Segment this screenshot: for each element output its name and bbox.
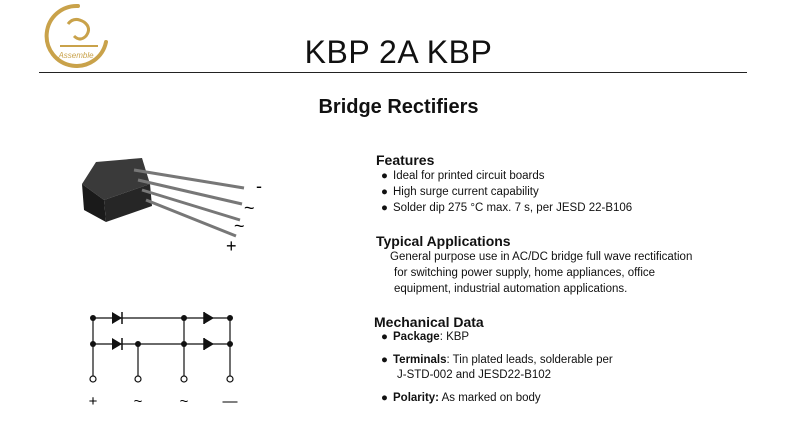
applications-heading: Typical Applications xyxy=(376,233,511,249)
applications-text-line: for switching power supply, home applian… xyxy=(394,267,656,279)
applications-text-line: General purpose use in AC/DC bridge full… xyxy=(390,251,693,263)
logo-text: Assemble xyxy=(57,51,94,60)
terminal-label-ac-2: ~ xyxy=(180,393,189,410)
feature-item: ●Solder dip 275 °C max. 7 s, per JESD 22… xyxy=(381,202,633,214)
feature-item: ●Ideal for printed circuit boards xyxy=(381,170,545,182)
pin-label-ac-2: ~ xyxy=(234,216,245,236)
applications-text-line: equipment, industrial automation applica… xyxy=(394,283,628,295)
page-title: KBP 2A KBP xyxy=(304,34,493,70)
mechanical-terminals: ●Terminals: Tin plated leads, solderable… xyxy=(381,354,613,366)
package-image: - ~ ~ + xyxy=(64,140,274,260)
terminal-label-minus: — xyxy=(223,393,238,410)
page-subtitle: Bridge Rectifiers xyxy=(318,96,479,118)
feature-item: ●High surge current capability xyxy=(381,186,539,198)
terminal-label-ac-1: ~ xyxy=(134,393,143,410)
pin-label-minus: - xyxy=(256,176,262,196)
mechanical-terminals-line2: J-STD-002 and JESD22-B102 xyxy=(397,369,552,381)
mechanical-package: ●Package: KBP xyxy=(381,331,470,343)
mechanical-heading: Mechanical Data xyxy=(374,314,484,330)
mechanical-polarity: ●Polarity: As marked on body xyxy=(381,392,541,404)
company-logo: Assemble xyxy=(40,2,116,68)
features-heading: Features xyxy=(376,152,435,168)
pin-label-ac-1: ~ xyxy=(244,198,255,218)
bridge-circuit-diagram: + ~ ~ — xyxy=(80,308,250,413)
terminal-label-plus: + xyxy=(89,393,98,410)
header-divider xyxy=(39,72,747,73)
pin-label-plus: + xyxy=(226,236,237,256)
